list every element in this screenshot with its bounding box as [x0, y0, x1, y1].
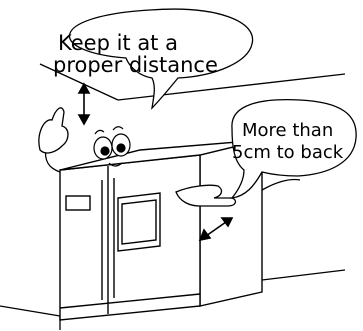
- top-callout-line2: proper distance: [53, 53, 218, 77]
- refrigerator: [60, 140, 262, 320]
- right-callout-line2: 5cm to back: [232, 142, 344, 163]
- left-arm: [39, 108, 68, 172]
- right-callout-line1: More than: [242, 120, 333, 141]
- vertical-clearance-arrow: [79, 84, 89, 124]
- top-callout-line1: Keep it at a: [58, 31, 178, 55]
